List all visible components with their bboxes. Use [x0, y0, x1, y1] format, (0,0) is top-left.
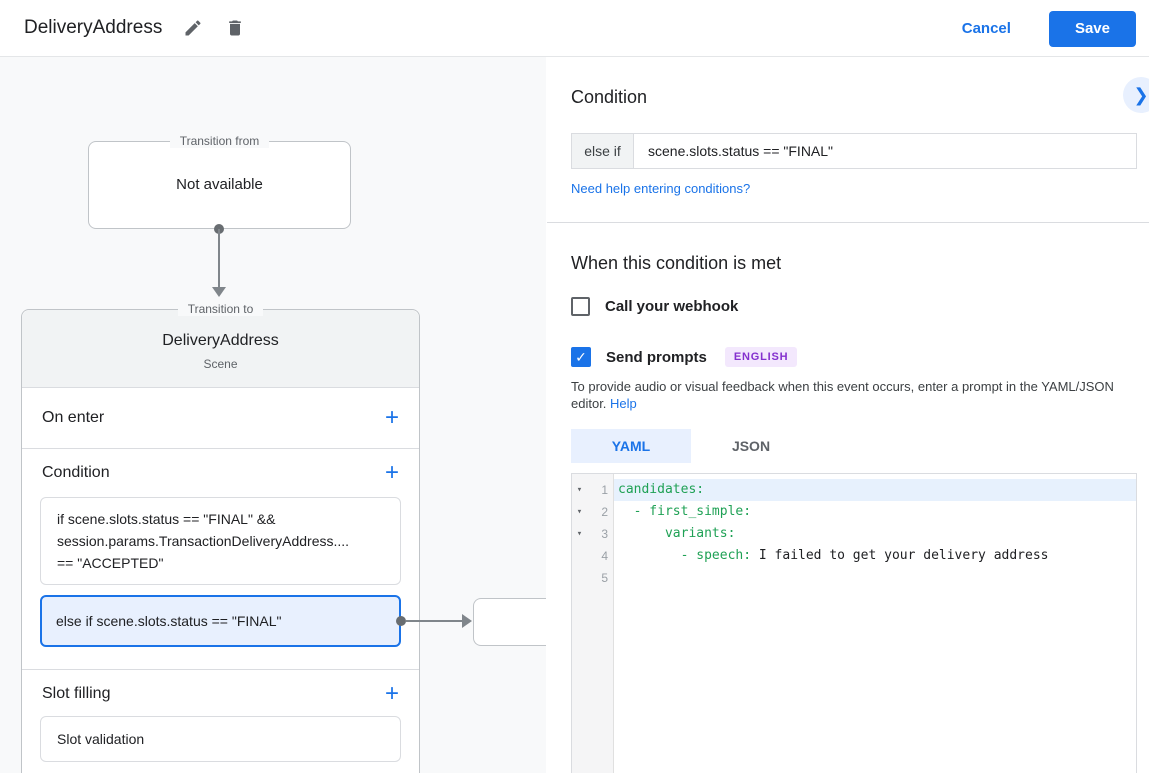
condition-expression-input[interactable]: scene.slots.status == "FINAL": [648, 143, 834, 159]
condition-section: Condition + if scene.slots.status == "FI…: [22, 449, 419, 670]
webhook-checkbox[interactable]: [571, 297, 590, 316]
slot-filling-label: Slot filling: [42, 685, 111, 702]
edit-button[interactable]: [182, 17, 204, 39]
slot-validation-item[interactable]: Slot validation: [40, 716, 401, 762]
connector-elseif-dot: [396, 616, 406, 626]
condition-prefix-label: else if: [572, 134, 634, 168]
section-divider: [547, 222, 1149, 223]
code-line: candidates:: [614, 479, 1136, 501]
send-prompts-row[interactable]: ✓ Send prompts ENGLISH: [571, 347, 798, 367]
condition-expression-row: else if scene.slots.status == "FINAL": [571, 133, 1137, 169]
on-enter-label: On enter: [42, 409, 105, 426]
pencil-icon: [185, 20, 201, 36]
line-number: 5: [601, 571, 608, 585]
yaml-editor[interactable]: ▾ 1 ▾ 2 ▾ 3 4 5 candidates: - first_simple:…: [571, 473, 1137, 773]
transition-from-box[interactable]: Transition from Not available: [88, 134, 351, 229]
save-button[interactable]: Save: [1048, 10, 1136, 47]
connector-line-horizontal: [406, 620, 463, 622]
code-line: - first_simple:: [618, 504, 752, 519]
webhook-label: Call your webhook: [605, 298, 739, 315]
condition-item-if[interactable]: if scene.slots.status == "FINAL" && sess…: [40, 497, 401, 585]
transition-target-box[interactable]: [473, 598, 547, 646]
collapse-panel-button[interactable]: ❯: [1123, 77, 1149, 113]
fold-toggle[interactable]: ▾: [576, 507, 583, 517]
line-number: 1: [601, 483, 608, 497]
transition-from-legend: Transition from: [89, 134, 350, 148]
send-prompts-checkbox[interactable]: ✓: [571, 347, 591, 367]
code-line: [614, 567, 1136, 589]
transition-from-content: Not available: [176, 176, 263, 193]
line-number: 3: [601, 527, 608, 541]
page-title: DeliveryAddress: [24, 17, 163, 38]
help-link[interactable]: Help: [610, 396, 637, 411]
prompt-description: To provide audio or visual feedback when…: [571, 379, 1114, 411]
send-prompts-label: Send prompts: [606, 348, 707, 366]
fold-toggle[interactable]: ▾: [576, 529, 583, 539]
editor-code-area[interactable]: candidates: - first_simple: variants: - …: [614, 474, 1136, 773]
arrow-right-icon: [462, 614, 472, 628]
scene-card: Transition to DeliveryAddress Scene On e…: [21, 302, 420, 773]
when-condition-heading: When this condition is met: [571, 253, 782, 273]
line-number: 2: [601, 505, 608, 519]
header-bar: DeliveryAddress Cancel Save: [0, 0, 1149, 57]
flow-canvas: Transition from Not available Transition…: [0, 57, 547, 773]
condition-item-elseif-selected[interactable]: else if scene.slots.status == "FINAL": [40, 595, 401, 647]
language-badge: ENGLISH: [724, 347, 798, 367]
add-slot-button[interactable]: +: [384, 680, 399, 707]
on-enter-section[interactable]: On enter +: [22, 388, 419, 449]
editor-tabs: YAML JSON: [571, 429, 811, 463]
call-webhook-row[interactable]: Call your webhook: [571, 297, 738, 316]
delete-button[interactable]: [224, 17, 246, 39]
connector-line-vertical: [218, 229, 220, 289]
tab-json[interactable]: JSON: [691, 429, 811, 463]
add-condition-button[interactable]: +: [384, 459, 399, 486]
arrow-down-icon: [212, 287, 226, 297]
condition-detail-panel: Condition ❯ else if scene.slots.status =…: [546, 57, 1149, 773]
line-number: 4: [601, 549, 608, 563]
chevron-right-icon: ❯: [1133, 84, 1149, 105]
panel-heading: Condition: [571, 87, 648, 107]
code-line: - speech: I failed to get your delivery …: [618, 548, 1049, 563]
cancel-button[interactable]: Cancel: [961, 20, 1011, 37]
condition-label: Condition: [42, 464, 110, 481]
add-on-enter-button[interactable]: +: [384, 404, 399, 431]
code-line: variants:: [618, 526, 736, 541]
scene-name: DeliveryAddress: [162, 332, 279, 349]
trash-icon: [229, 20, 242, 36]
tab-yaml[interactable]: YAML: [571, 429, 691, 463]
header-actions: Cancel Save: [962, 0, 1136, 57]
conditions-help-link[interactable]: Need help entering conditions?: [571, 181, 751, 196]
scene-card-header: DeliveryAddress Scene: [22, 310, 419, 388]
fold-toggle[interactable]: ▾: [576, 485, 583, 495]
scene-type-label: Scene: [203, 357, 238, 371]
editor-gutter: ▾ 1 ▾ 2 ▾ 3 4 5: [572, 474, 614, 773]
check-icon: ✓: [575, 348, 587, 365]
